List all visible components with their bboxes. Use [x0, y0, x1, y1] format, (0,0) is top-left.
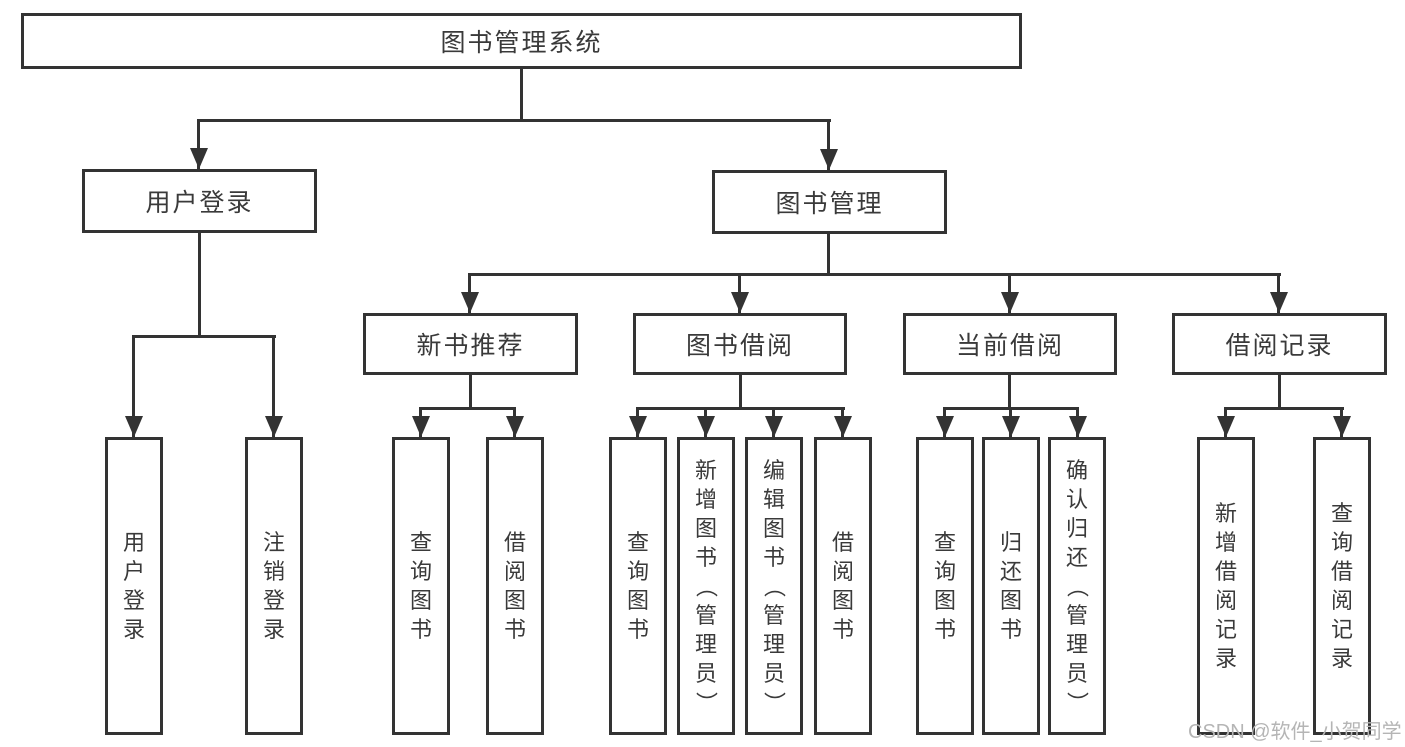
node-label: 用户登录: [145, 189, 254, 217]
leaf-confirm-return-admin: 确认归还（管理员）: [1048, 437, 1106, 735]
connector-line: [1278, 375, 1281, 410]
node-label: 查询图书: [409, 530, 432, 642]
arrow-down-icon: [1224, 407, 1227, 437]
node-label: 当前借阅: [955, 332, 1064, 360]
leaf-borrow-books-1: 借阅图书: [486, 437, 544, 735]
connector-line: [827, 234, 830, 276]
arrow-down-icon: [943, 407, 946, 437]
node-new-book-recommend: 新书推荐: [363, 313, 578, 375]
arrow-down-icon: [468, 273, 471, 313]
leaf-add-books-admin: 新增图书（管理员）: [677, 437, 735, 735]
node-label: 查询借阅记录: [1330, 501, 1353, 671]
node-book-borrowing: 图书借阅: [633, 313, 847, 375]
leaf-query-borrow-record: 查询借阅记录: [1313, 437, 1371, 735]
leaf-query-books-1: 查询图书: [392, 437, 450, 735]
arrow-down-icon: [827, 119, 830, 170]
arrow-down-icon: [513, 407, 516, 437]
node-label: 新书推荐: [416, 332, 525, 360]
connector-line: [1224, 407, 1344, 410]
arrow-down-icon: [1009, 407, 1012, 437]
node-label: 注销登录: [262, 530, 285, 642]
node-label: 编辑图书（管理员）: [761, 457, 787, 714]
leaf-user-login: 用户登录: [105, 437, 163, 735]
connector-line: [132, 335, 276, 338]
node-borrowing-records: 借阅记录: [1172, 313, 1387, 375]
node-label: 新增借阅记录: [1214, 501, 1237, 671]
node-label: 图书借阅: [685, 332, 794, 360]
arrow-down-icon: [272, 335, 275, 437]
node-label: 查询图书: [933, 530, 956, 642]
arrow-down-icon: [841, 407, 844, 437]
connector-line: [419, 407, 516, 410]
leaf-return-books: 归还图书: [982, 437, 1040, 735]
node-label: 借阅图书: [503, 530, 526, 642]
node-user-login: 用户登录: [82, 169, 317, 233]
arrow-down-icon: [636, 407, 639, 437]
arrow-down-icon: [1008, 273, 1011, 313]
node-label: 确认归还（管理员）: [1064, 457, 1090, 714]
connector-line: [1008, 375, 1011, 410]
arrow-down-icon: [132, 335, 135, 437]
node-label: 借阅图书: [831, 530, 854, 642]
node-library-management-system: 图书管理系统: [21, 13, 1022, 69]
arrow-down-icon: [738, 273, 741, 313]
leaf-add-borrow-record: 新增借阅记录: [1197, 437, 1255, 735]
node-label: 用户登录: [122, 530, 145, 642]
arrow-down-icon: [1340, 407, 1343, 437]
arrow-down-icon: [704, 407, 707, 437]
arrow-down-icon: [1277, 273, 1280, 313]
leaf-borrow-books-2: 借阅图书: [814, 437, 872, 735]
leaf-logout: 注销登录: [245, 437, 303, 735]
connector-line: [520, 69, 523, 122]
node-label: 图书管理: [775, 190, 884, 218]
connector-line: [739, 375, 742, 410]
connector-line: [636, 407, 845, 410]
connector-line: [198, 233, 201, 337]
arrow-down-icon: [772, 407, 775, 437]
leaf-query-books-3: 查询图书: [916, 437, 974, 735]
node-book-management: 图书管理: [712, 170, 947, 234]
node-label: 新增图书（管理员）: [693, 457, 719, 714]
connector-line: [468, 273, 1281, 276]
arrow-down-icon: [1076, 407, 1079, 437]
connector-line: [197, 119, 831, 122]
node-label: 图书管理系统: [440, 29, 603, 57]
connector-line: [469, 375, 472, 410]
node-current-borrowing: 当前借阅: [903, 313, 1117, 375]
leaf-query-books-2: 查询图书: [609, 437, 667, 735]
watermark: CSDN @软件_小贺同学: [1188, 721, 1402, 743]
leaf-edit-books-admin: 编辑图书（管理员）: [745, 437, 803, 735]
node-label: 借阅记录: [1225, 332, 1334, 360]
arrow-down-icon: [419, 407, 422, 437]
node-label: 查询图书: [626, 530, 649, 642]
arrow-down-icon: [197, 119, 200, 169]
node-label: 归还图书: [999, 530, 1022, 642]
